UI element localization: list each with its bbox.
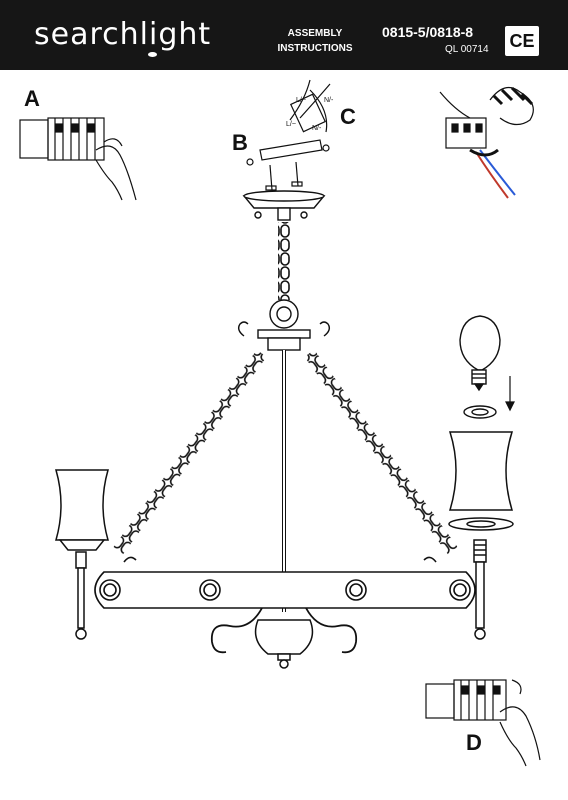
main-arm-bar (94, 556, 476, 609)
main-chain (278, 222, 290, 300)
instructions-label: INSTRUCTIONS (277, 43, 353, 54)
glass-shade-icon (448, 431, 514, 531)
arrow-down-icon (505, 376, 515, 412)
bottom-finial-icon (254, 619, 314, 669)
model-number: 0815-5/0818-8 (382, 24, 474, 40)
right-lamp-holder-icon (473, 539, 487, 640)
step-label-a: A (24, 86, 40, 111)
step-label-b: B (232, 130, 248, 155)
document-type: ASSEMBLY INSTRUCTIONS (270, 26, 360, 56)
step-label-d: D (466, 730, 482, 755)
step-label-c: C (340, 104, 356, 129)
assembly-label: ASSEMBLY (287, 28, 343, 39)
left-chain (113, 349, 267, 555)
terminal-block-d-icon (425, 679, 541, 767)
ce-mark-icon: CE (505, 26, 539, 56)
mounting-bracket-icon (246, 79, 331, 191)
hub-ring-icon (237, 299, 331, 351)
lower-scrolls (210, 607, 358, 654)
left-lamp-holder-icon (55, 469, 109, 640)
wiring-label-neutral-2: N/- (312, 125, 322, 132)
brand-logo-dot (148, 52, 157, 57)
ring-nut-icon (463, 405, 497, 419)
light-bulb-icon (459, 315, 501, 392)
header-bar: searchlight ASSEMBLY INSTRUCTIONS 0815-5… (0, 0, 568, 70)
connector-wire-icon (439, 86, 534, 199)
right-chain (304, 349, 458, 555)
ql-code: QL 00714 (445, 44, 489, 55)
wiring-label-neutral-1: N/- (324, 97, 334, 104)
terminal-block-a-icon (19, 117, 137, 201)
ceiling-plate-icon (242, 190, 326, 221)
brand-logo: searchlight (34, 17, 212, 52)
wiring-label-live-2: L/~ (286, 121, 296, 128)
wiring-label-live-1: L/~ (296, 97, 306, 104)
